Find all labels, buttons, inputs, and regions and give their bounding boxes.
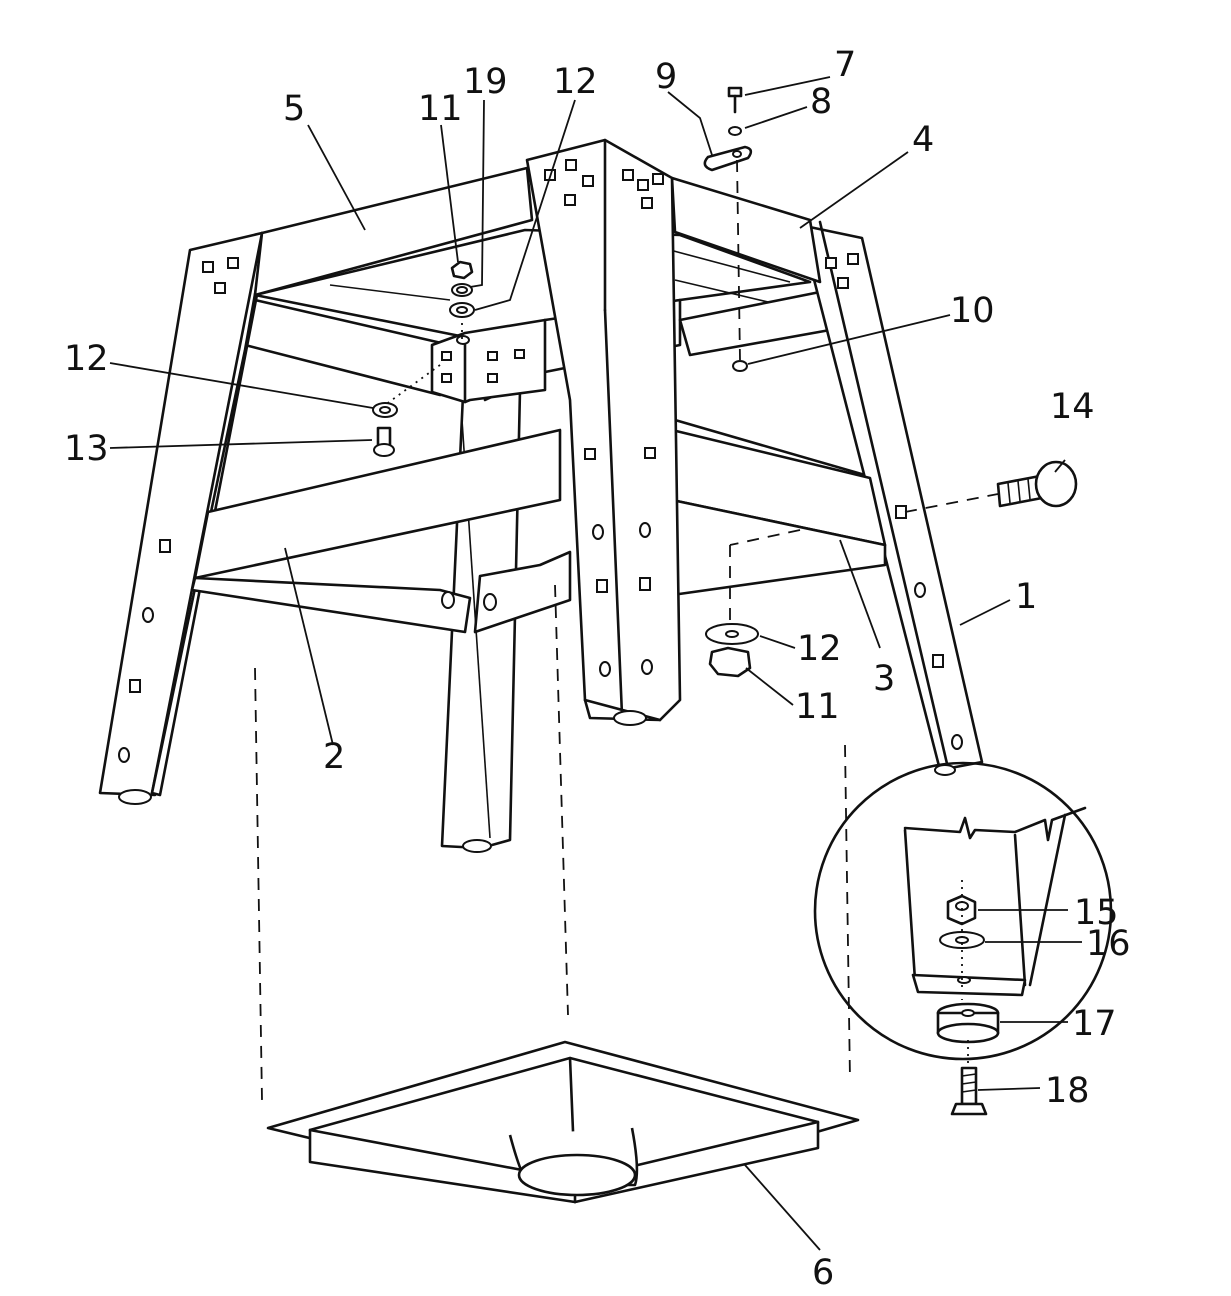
callout-16: 16 <box>1086 924 1131 964</box>
brace-front <box>190 428 572 634</box>
callouts: 7 8 9 4 5 11 19 12 12 13 10 14 1 12 3 11… <box>64 45 1131 1293</box>
callout-10: 10 <box>950 291 995 331</box>
callout-17: 17 <box>1072 1004 1117 1044</box>
callout-12-top: 12 <box>553 62 598 102</box>
callout-6: 6 <box>812 1253 834 1293</box>
hardware-stack-center <box>449 260 475 340</box>
hardware-top-right <box>703 86 753 372</box>
detail-circle <box>813 761 1113 1116</box>
hardware-right <box>705 529 801 678</box>
callout-2: 2 <box>323 737 345 777</box>
callout-12-left: 12 <box>64 339 109 379</box>
corner-bracket <box>430 318 547 404</box>
callout-3: 3 <box>873 659 895 699</box>
callout-18: 18 <box>1045 1071 1090 1111</box>
callout-13: 13 <box>64 429 109 469</box>
callout-5: 5 <box>283 89 305 129</box>
leg-right <box>798 220 984 776</box>
callout-9: 9 <box>655 57 677 97</box>
callout-11-right: 11 <box>795 687 840 727</box>
hardware-left <box>372 364 441 457</box>
callout-7: 7 <box>834 45 856 85</box>
brace-rear <box>670 428 887 597</box>
callout-1: 1 <box>1015 577 1037 617</box>
callout-11-top: 11 <box>418 89 463 129</box>
rail-top-right <box>670 176 822 284</box>
guide-lines <box>254 584 851 1101</box>
rail-top-left <box>253 166 534 297</box>
callout-14: 14 <box>1050 387 1095 427</box>
bolt-14 <box>904 460 1078 513</box>
tray <box>266 1040 860 1204</box>
callout-8: 8 <box>810 82 832 122</box>
callout-15: 15 <box>1074 893 1119 933</box>
callout-19: 19 <box>463 62 508 102</box>
leader-lines <box>109 76 1082 1251</box>
callout-4: 4 <box>912 120 934 160</box>
leg-front <box>525 138 682 726</box>
callout-12-right: 12 <box>797 629 842 669</box>
